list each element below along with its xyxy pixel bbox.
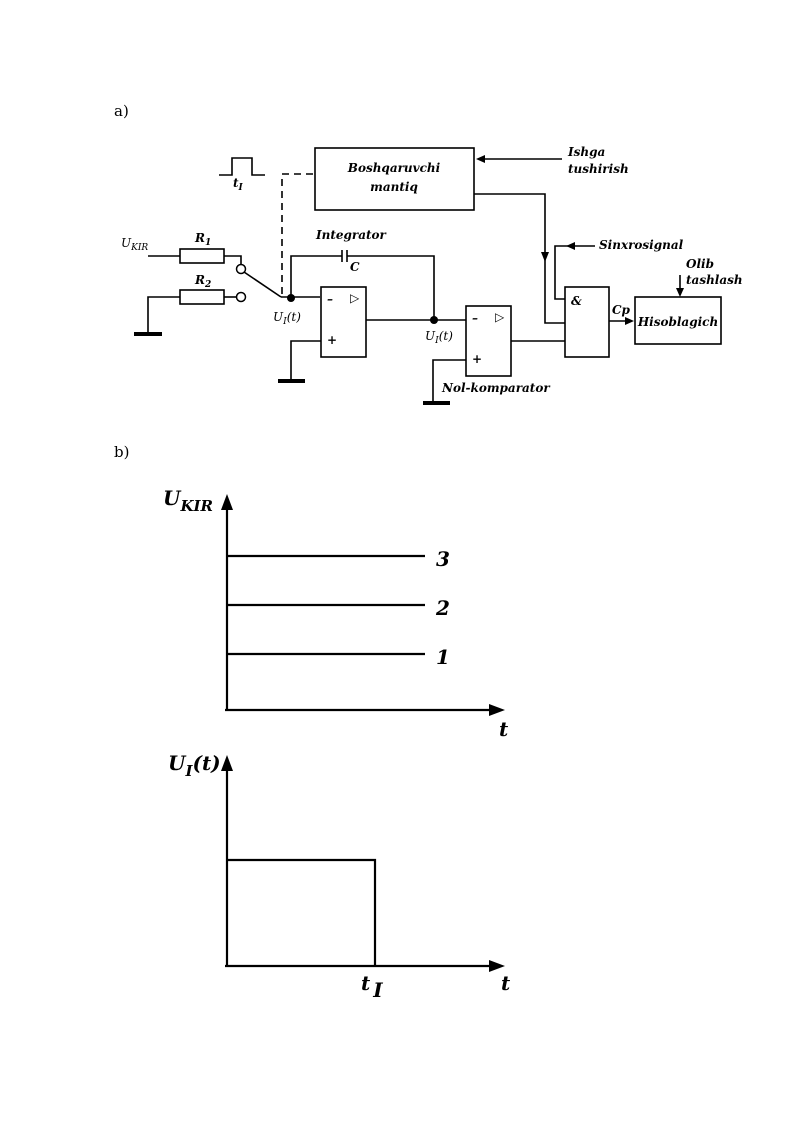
ui-x-axis-label: t: [501, 971, 511, 995]
ukir-x-arrow-icon: [489, 704, 505, 716]
opamp1-triangle-icon: ▷: [350, 291, 360, 305]
ui-input-label: UI(t): [273, 310, 301, 327]
pulse-label: tI: [233, 176, 244, 193]
opamp2-minus: –: [472, 311, 478, 325]
control-logic-label-1: Boshqaruvchi: [347, 161, 441, 175]
control-logic-block: [314, 147, 475, 211]
comparator-label: Nol-komparator: [441, 381, 551, 395]
ukir-level-label-3: 3: [436, 547, 450, 571]
integrator-label: Integrator: [315, 228, 388, 242]
zero-comparator: [465, 305, 512, 377]
start-arrow-icon: [476, 155, 485, 163]
part-a-label: a): [114, 102, 129, 120]
cp-arrow-icon: [625, 317, 634, 325]
integrator-opamp: [320, 286, 367, 358]
resistor-r1: [179, 248, 225, 264]
switch-contact-2: [235, 291, 247, 303]
capacitor-label: C: [350, 260, 360, 274]
ukir-levels: 1 2 3: [227, 547, 450, 669]
resistor-r1-label: R1: [194, 231, 211, 248]
r2-ground-wire: [147, 296, 180, 334]
switch-contact-1: [235, 263, 247, 275]
r1-wire: [224, 255, 242, 265]
start-label-2: tushirish: [568, 162, 629, 176]
sync-label: Sinxrosignal: [599, 238, 684, 252]
opamp1-ground-wire: [290, 340, 321, 380]
pulse-symbol: [219, 157, 265, 176]
circuit-diagram: Boshqaruvchi mantiq Ishga tushirish tI U…: [121, 145, 743, 405]
ukir-level-label-2: 2: [435, 596, 450, 620]
integrator-output-node: [430, 316, 438, 324]
control-to-gate-line: [474, 193, 565, 324]
opamp1-plus: +: [327, 333, 337, 347]
ukir-x-axis-label: t: [499, 717, 509, 741]
resistor-r2-label: R2: [194, 273, 211, 290]
and-gate: [564, 286, 610, 358]
ui-y-arrow-icon: [221, 755, 233, 771]
ukir-y-axis-label: UKIR: [163, 486, 213, 515]
ukir-y-arrow-icon: [221, 494, 233, 510]
start-label-1: Ishga: [567, 145, 605, 159]
reset-label-2: tashlash: [686, 273, 743, 287]
opamp2-triangle-icon: ▷: [495, 310, 505, 324]
resistor-r2: [179, 289, 225, 305]
part-b-label: b): [114, 443, 129, 461]
opamp2-ground-wire: [432, 359, 466, 402]
ukir-input-label: UKIR: [121, 236, 148, 253]
ukir-graph: UKIR t 1 2 3: [163, 486, 509, 741]
ui-pulse-trace: [227, 858, 377, 966]
reset-arrow-icon: [676, 288, 684, 297]
control-logic-label-2: mantiq: [370, 180, 418, 194]
switch-control-dashed-line: [281, 173, 313, 297]
ui-y-axis-label: UI(t): [168, 751, 221, 780]
ukir-level-label-1: 1: [436, 645, 450, 669]
switch-arm: [243, 271, 282, 298]
control-to-gate-arrow-icon: [541, 252, 549, 262]
ui-x-arrow-icon: [489, 960, 505, 972]
opamp1-minus: –: [327, 292, 333, 306]
feedback-right-wire: [347, 255, 435, 320]
and-gate-symbol: &: [571, 294, 582, 308]
feedback-left-wire: [290, 255, 342, 297]
counter-block: [634, 296, 722, 345]
summing-node: [287, 294, 295, 302]
opamp2-plus: +: [472, 352, 482, 366]
sync-arrow-icon: [566, 242, 575, 250]
cp-label: Cp: [612, 303, 631, 317]
ui-output-label: UI(t): [425, 329, 453, 346]
reset-label-1: Olib: [686, 257, 714, 271]
counter-label: Hisoblagich: [637, 315, 718, 329]
